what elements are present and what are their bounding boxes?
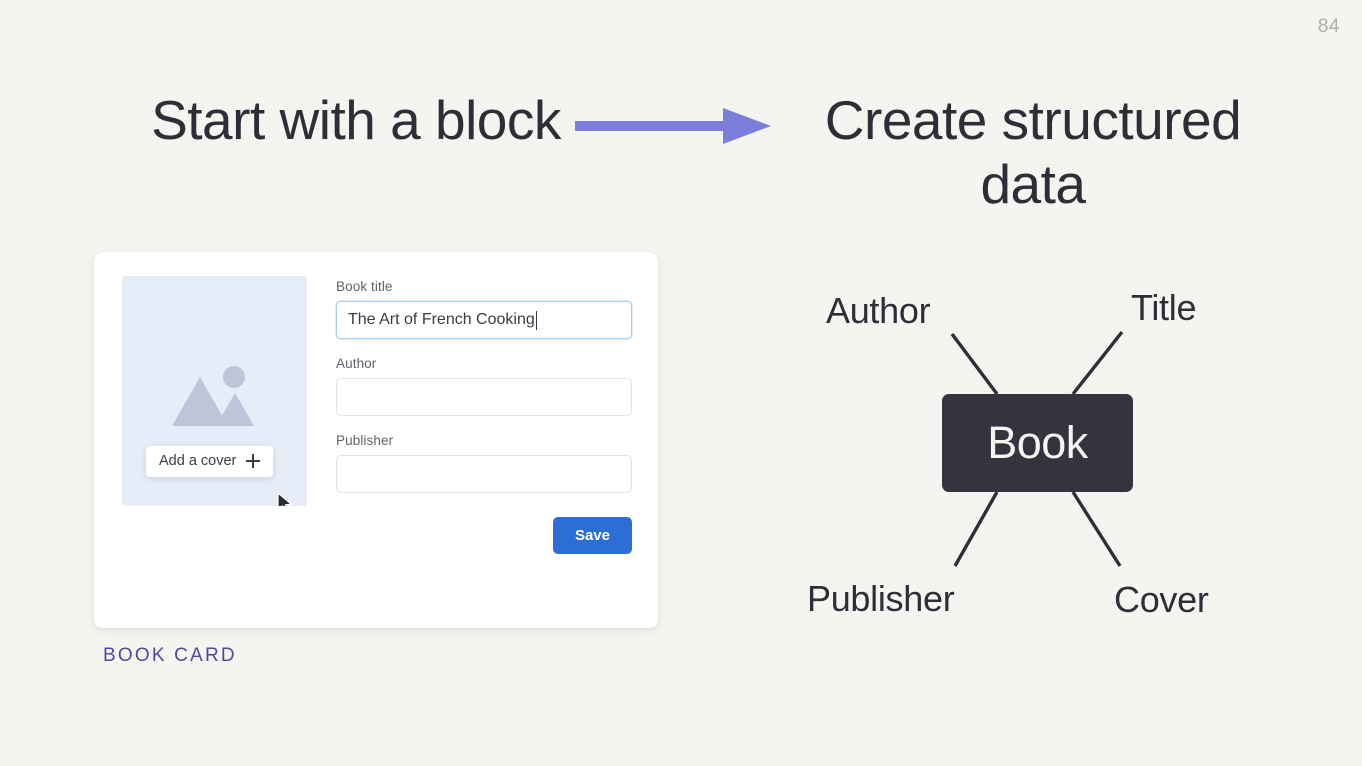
form-actions: Save	[336, 517, 632, 554]
diagram-node-book: Book	[942, 394, 1133, 492]
arrow-right-icon	[575, 106, 771, 146]
diagram-label-publisher: Publisher	[807, 578, 955, 619]
add-cover-button[interactable]: Add a cover	[146, 446, 274, 477]
field-label-publisher: Publisher	[336, 433, 394, 448]
heading-right: Create structured data	[824, 89, 1242, 216]
page-number: 84	[1317, 16, 1340, 37]
book-form: Book title The Art of French Cooking Aut…	[336, 279, 632, 554]
plus-icon	[246, 454, 261, 468]
author-input[interactable]	[336, 378, 632, 416]
text-caret	[535, 310, 538, 330]
structured-data-diagram: Book Author Title Publisher Cover	[790, 270, 1270, 640]
diagram-node-label: Book	[987, 417, 1088, 468]
book-title-value: The Art of French Cooking	[348, 311, 535, 328]
diagram-label-cover: Cover	[1114, 579, 1209, 620]
cover-upload-panel[interactable]: Add a cover	[122, 276, 307, 506]
field-label-author: Author	[336, 356, 377, 371]
field-label-book-title: Book title	[336, 279, 393, 294]
field-author: Author	[336, 356, 632, 416]
diagram-connector-lines	[950, 330, 1124, 567]
book-card-caption: BOOK CARD	[103, 645, 237, 666]
publisher-input[interactable]	[336, 455, 632, 493]
field-publisher: Publisher	[336, 433, 632, 493]
book-title-input[interactable]: The Art of French Cooking	[336, 301, 632, 339]
diagram-label-author: Author	[826, 290, 931, 331]
image-placeholder-icon	[171, 364, 258, 426]
heading-left: Start with a block	[151, 89, 561, 151]
book-card: Add a cover Book title The Art of French…	[94, 252, 658, 628]
save-button[interactable]: Save	[552, 517, 632, 554]
add-cover-label: Add a cover	[159, 453, 237, 469]
field-book-title: Book title The Art of French Cooking	[336, 279, 632, 339]
diagram-label-title: Title	[1131, 287, 1197, 328]
mouse-pointer-icon	[277, 492, 295, 506]
